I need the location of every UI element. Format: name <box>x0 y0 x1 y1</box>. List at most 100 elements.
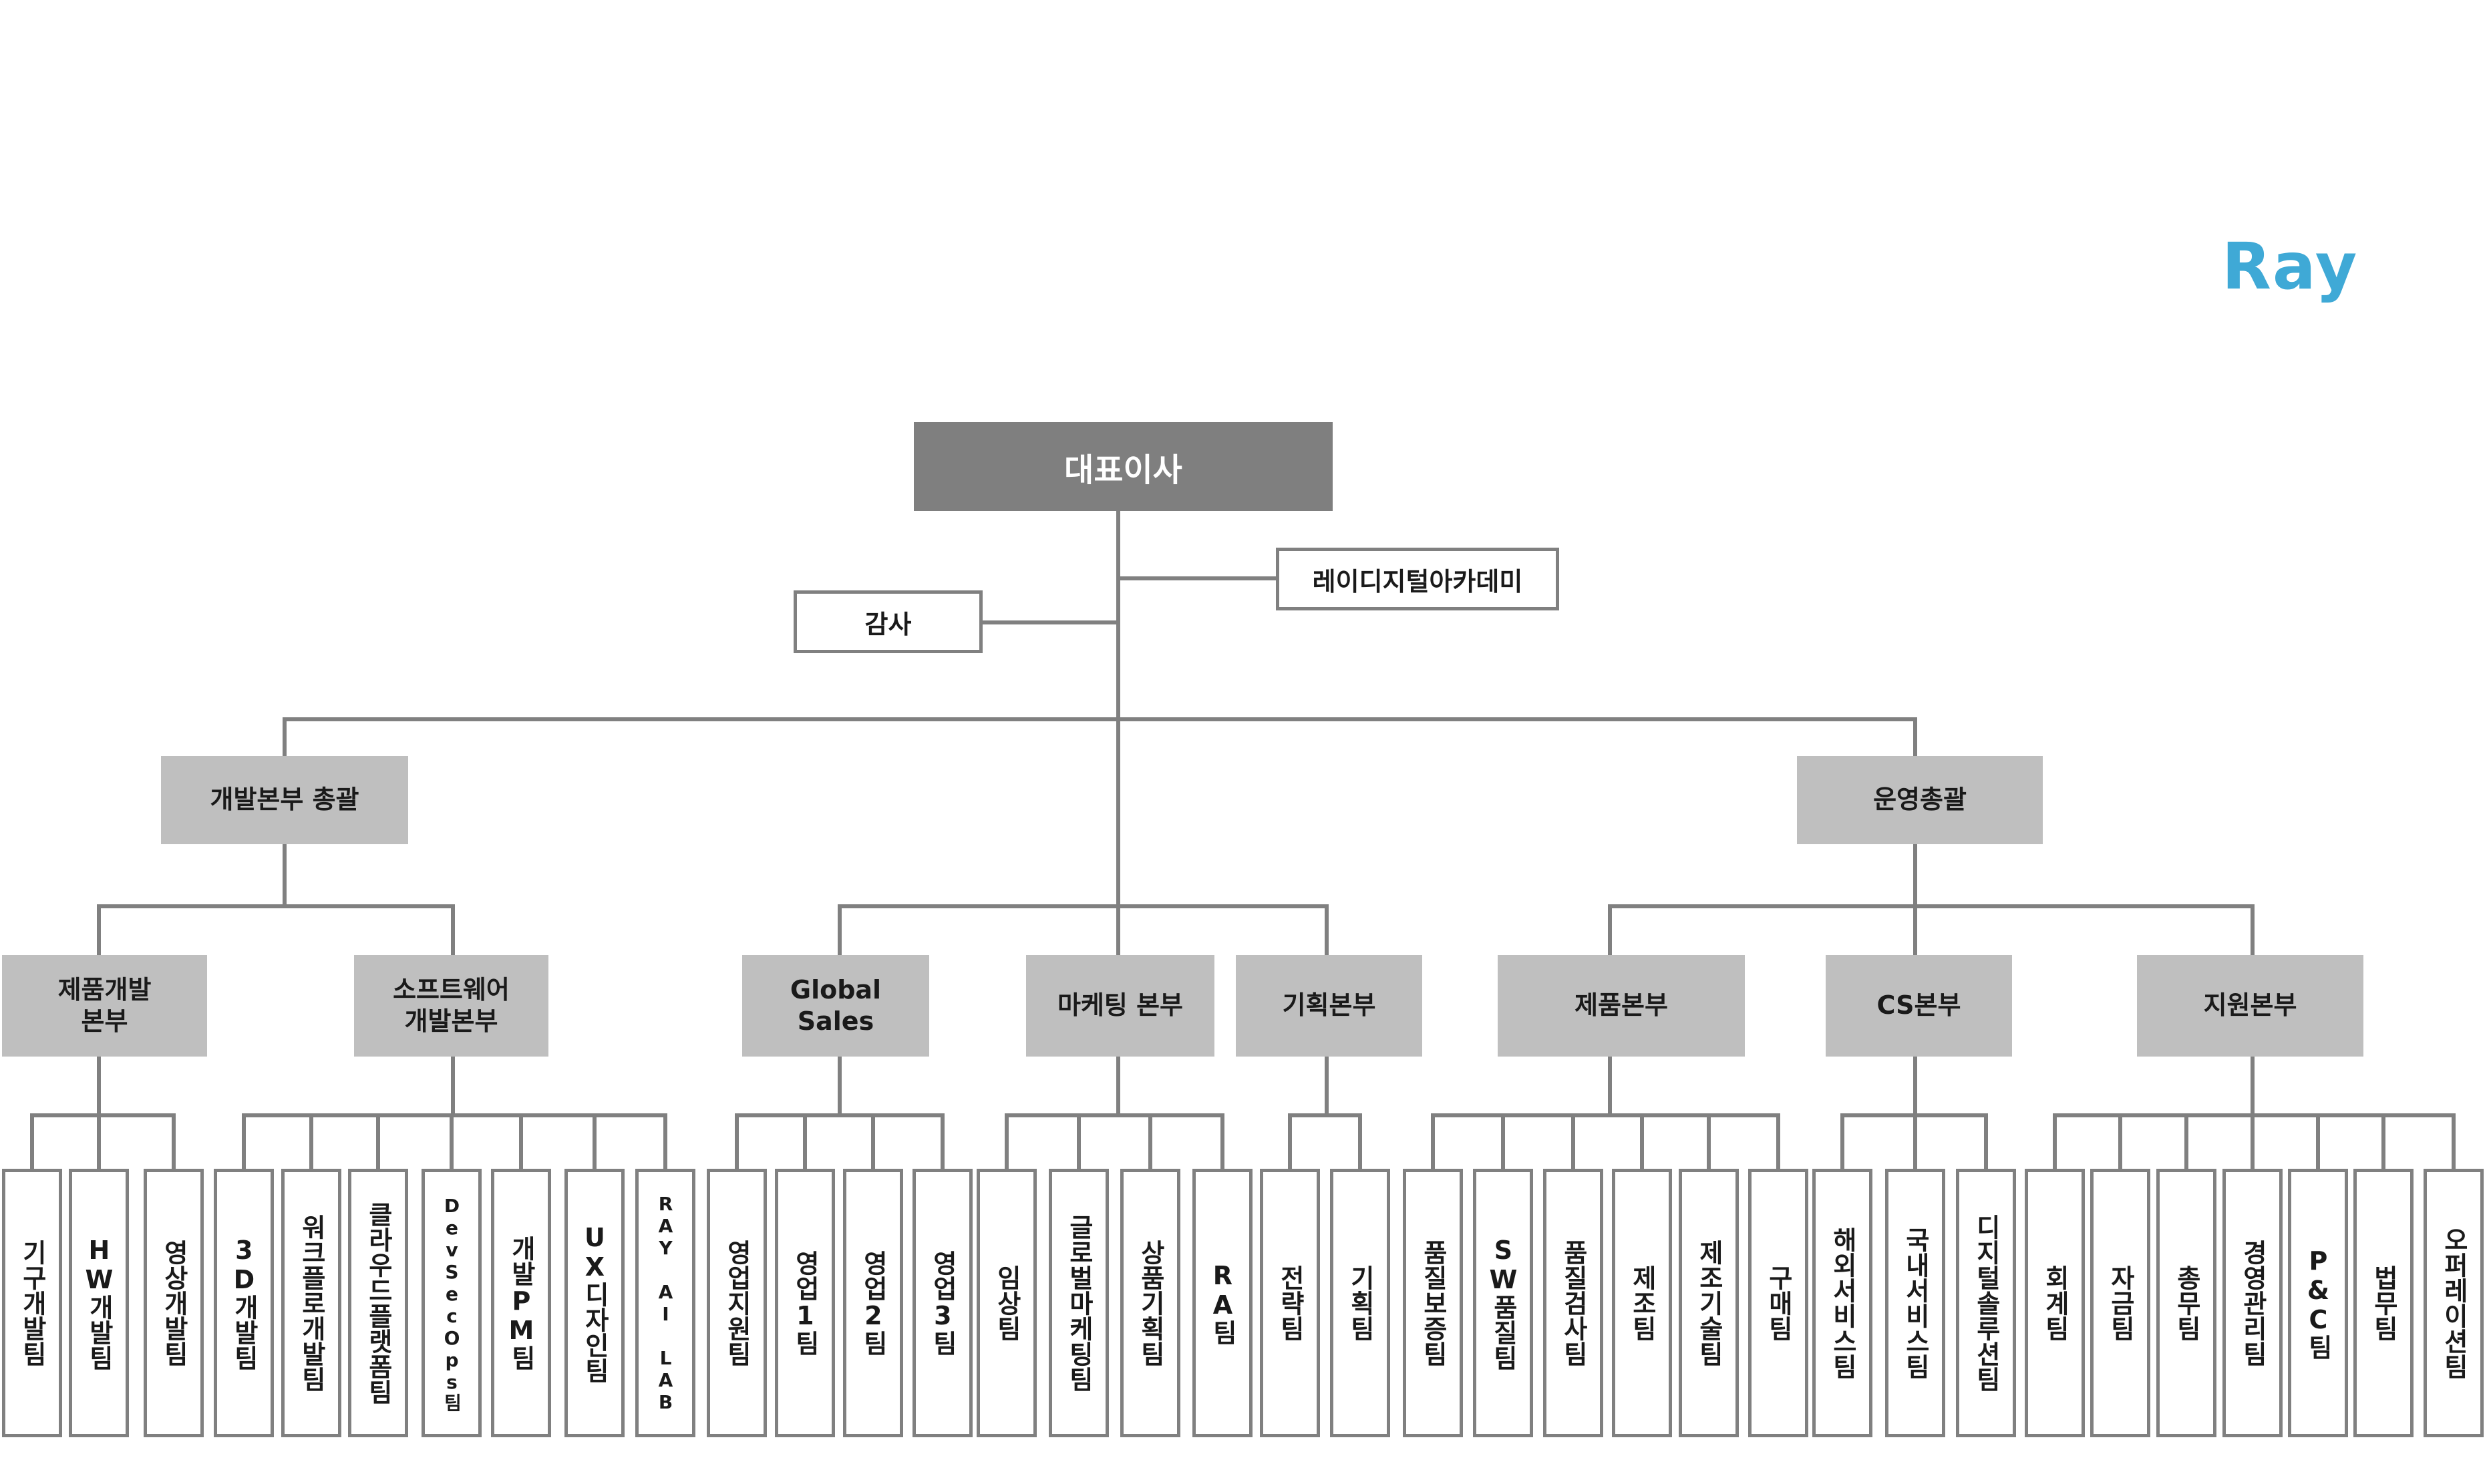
team-label: 워크플로개발팀 <box>297 1214 327 1392</box>
team-label: 경영관리팀 <box>2238 1240 2268 1366</box>
team-box: 제조기술팀 <box>1679 1169 1739 1437</box>
group-label: 기획본부 <box>1282 990 1376 1021</box>
team-box: P&C팀 <box>2288 1169 2348 1437</box>
ceo-label: 대표이사 <box>1064 451 1182 489</box>
group-label: 마케팅 본부 <box>1057 990 1184 1021</box>
team-label: 전략팀 <box>1275 1265 1305 1341</box>
dev-head-box: 개발본부 총괄 <box>161 756 408 844</box>
group-label: Global Sales <box>790 974 882 1037</box>
team-box: DevSecOps팀 <box>422 1169 482 1437</box>
team-label: 법무팀 <box>2369 1265 2399 1341</box>
ray-logo: Ray <box>2222 229 2359 304</box>
team-box: RAY AI LAB <box>635 1169 695 1437</box>
team-label: 제조팀 <box>1627 1265 1657 1341</box>
team-label: 국내서비스팀 <box>1900 1227 1931 1379</box>
team-box: 경영관리팀 <box>2222 1169 2283 1437</box>
team-box: 품질검사팀 <box>1543 1169 1603 1437</box>
team-label: 영상개발팀 <box>159 1240 189 1366</box>
team-box: 품질보증팀 <box>1403 1169 1463 1437</box>
group-label: 제품본부 <box>1574 990 1668 1021</box>
team-box: UX디자인팀 <box>564 1169 625 1437</box>
team-label: 회계팀 <box>2040 1265 2070 1341</box>
team-box: 기구개발팀 <box>2 1169 62 1437</box>
team-label: P&C팀 <box>2303 1246 2333 1360</box>
team-label: 디지털솔루션팀 <box>1971 1214 2001 1392</box>
team-label: 해외서비스팀 <box>1828 1227 1858 1379</box>
group-marketing: 마케팅 본부 <box>1026 955 1214 1057</box>
team-label: 클라우드플랫폼팀 <box>363 1201 393 1405</box>
team-box: 임상팀 <box>977 1169 1037 1437</box>
team-label: RAY AI LAB <box>655 1193 677 1413</box>
ops-head-label: 운영총괄 <box>1873 785 1967 815</box>
team-label: 영업3팀 <box>928 1250 958 1356</box>
team-label: 임상팀 <box>992 1265 1022 1341</box>
team-box: 제조팀 <box>1612 1169 1672 1437</box>
team-label: 영업1팀 <box>790 1250 820 1356</box>
team-box: 개발PM팀 <box>491 1169 551 1437</box>
team-label: SW품질팀 <box>1488 1236 1518 1370</box>
team-label: 자금팀 <box>2106 1265 2136 1341</box>
team-box: 영업1팀 <box>775 1169 835 1437</box>
team-label: 영업2팀 <box>858 1250 888 1356</box>
group-planning: 기획본부 <box>1236 955 1422 1057</box>
team-label: 품질보증팀 <box>1418 1240 1448 1366</box>
team-box: HW개발팀 <box>69 1169 129 1437</box>
team-box: RA팀 <box>1192 1169 1253 1437</box>
team-box: 상품기획팀 <box>1120 1169 1180 1437</box>
team-box: 영업3팀 <box>912 1169 973 1437</box>
team-label: 총무팀 <box>2172 1265 2202 1341</box>
team-label: 구매팀 <box>1764 1265 1794 1341</box>
group-product: 제품본부 <box>1498 955 1745 1057</box>
team-box: 오퍼레이션팀 <box>2424 1169 2484 1437</box>
team-label: 기구개발팀 <box>17 1240 47 1366</box>
team-label: 제조기술팀 <box>1694 1240 1724 1366</box>
audit-label: 감사 <box>864 609 912 639</box>
team-box: 워크플로개발팀 <box>281 1169 341 1437</box>
team-box: 해외서비스팀 <box>1812 1169 1872 1437</box>
academy-box: 레이디지털아카데미 <box>1276 548 1559 610</box>
team-box: SW품질팀 <box>1473 1169 1533 1437</box>
team-label: DevSecOps팀 <box>441 1194 463 1412</box>
group-product-dev: 제품개발 본부 <box>2 955 207 1057</box>
team-box: 국내서비스팀 <box>1885 1169 1945 1437</box>
team-label: 글로벌마케팅팀 <box>1064 1214 1094 1392</box>
group-label: 소프트웨어 개발본부 <box>393 974 510 1037</box>
team-box: 회계팀 <box>2025 1169 2085 1437</box>
team-label: 기획팀 <box>1345 1265 1375 1341</box>
team-label: 개발PM팀 <box>506 1236 536 1370</box>
team-label: 품질검사팀 <box>1558 1240 1589 1366</box>
group-support: 지원본부 <box>2137 955 2363 1057</box>
ops-head-box: 운영총괄 <box>1797 756 2043 844</box>
team-box: 자금팀 <box>2090 1169 2150 1437</box>
group-software-dev: 소프트웨어 개발본부 <box>354 955 548 1057</box>
team-box: 영업2팀 <box>843 1169 903 1437</box>
group-global-sales: Global Sales <box>742 955 929 1057</box>
team-label: HW개발팀 <box>84 1236 114 1370</box>
team-box: 클라우드플랫폼팀 <box>348 1169 408 1437</box>
team-box: 3D개발팀 <box>214 1169 274 1437</box>
team-label: UX디자인팀 <box>580 1223 610 1383</box>
team-box: 구매팀 <box>1748 1169 1808 1437</box>
team-box: 전략팀 <box>1260 1169 1320 1437</box>
team-box: 영업지원팀 <box>707 1169 767 1437</box>
team-box: 영상개발팀 <box>144 1169 204 1437</box>
team-label: RA팀 <box>1208 1261 1238 1345</box>
audit-box: 감사 <box>794 590 983 653</box>
team-box: 디지털솔루션팀 <box>1956 1169 2016 1437</box>
team-box: 총무팀 <box>2156 1169 2216 1437</box>
team-label: 3D개발팀 <box>229 1236 259 1370</box>
group-label: 제품개발 본부 <box>57 974 152 1037</box>
team-label: 상품기획팀 <box>1136 1240 1166 1366</box>
team-box: 법무팀 <box>2353 1169 2414 1437</box>
team-box: 글로벌마케팅팀 <box>1049 1169 1109 1437</box>
team-label: 오퍼레이션팀 <box>2439 1227 2469 1379</box>
group-cs: CS본부 <box>1826 955 2012 1057</box>
academy-label: 레이디지털아카데미 <box>1312 566 1523 596</box>
group-label: 지원본부 <box>2203 990 2297 1021</box>
ceo-box: 대표이사 <box>914 422 1333 511</box>
team-label: 영업지원팀 <box>722 1240 752 1366</box>
dev-head-label: 개발본부 총괄 <box>210 785 359 815</box>
team-box: 기획팀 <box>1330 1169 1390 1437</box>
group-label: CS본부 <box>1876 990 1961 1021</box>
